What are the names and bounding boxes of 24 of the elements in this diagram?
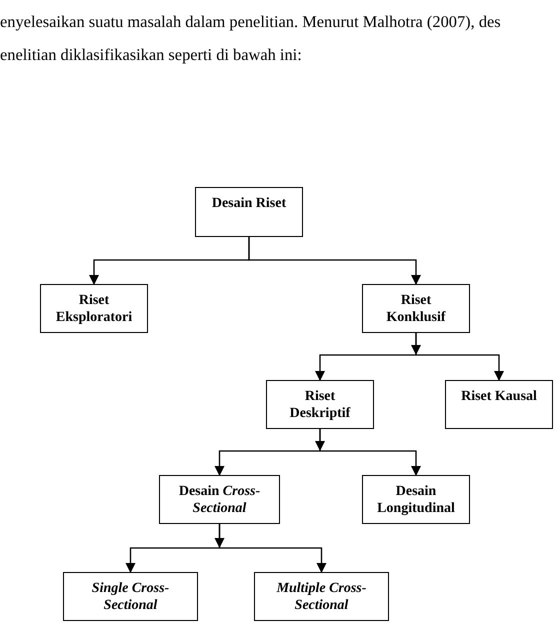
box-label: Multiple Cross-Sectional xyxy=(276,580,368,614)
box-label: Single Cross-Sectional xyxy=(90,580,170,614)
process-box xyxy=(362,284,470,333)
arrow xyxy=(248,237,421,285)
process-box xyxy=(254,572,389,621)
box-label: Desain Cross-Sectional xyxy=(178,483,262,517)
process-box xyxy=(159,475,280,524)
box-label: Desain Riset xyxy=(212,195,286,212)
paragraph-text: enyelesaikan suatu masalah dalam penelitian. Menurut Malhotra (2007), des xyxy=(0,12,501,32)
process-box xyxy=(445,380,553,429)
box-label: Riset Kausal xyxy=(461,388,537,405)
process-box xyxy=(40,284,148,333)
arrow xyxy=(218,524,326,573)
box-label: Riset Deskriptif xyxy=(288,388,352,422)
box-label: Desain Longitudinal xyxy=(376,483,456,517)
paragraph-text: enelitian diklasifikasikan seperti di bawah ini: xyxy=(0,45,302,65)
box-label: Riset Eksploratori xyxy=(54,292,134,326)
process-box xyxy=(63,572,198,621)
box-label: Riset Konklusif xyxy=(385,292,447,326)
arrow xyxy=(415,333,504,381)
process-box xyxy=(266,380,374,429)
process-box xyxy=(195,187,303,237)
arrow xyxy=(319,429,421,476)
process-box xyxy=(362,475,470,524)
